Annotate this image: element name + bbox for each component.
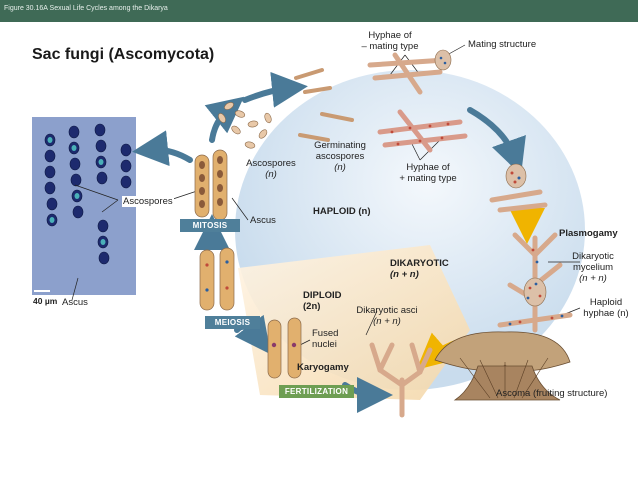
label-germinating-line2: ascospores [315,151,365,162]
stage-meiosis: MEIOSIS [205,316,260,329]
label-haploid-hyphae-line1: Haploid [589,297,623,308]
label-dikaryotic-asci: Dikaryotic asci (n + n) [348,305,426,327]
asci-micrograph [32,117,136,295]
label-ascoma: Ascoma (fruiting structure) [496,388,608,399]
germinating-ascospores [294,68,354,142]
figure-caption: Figure 30.16A Sexual Life Cycles among t… [4,5,168,12]
label-dik-mycelium-line1: Dikaryotic [572,251,614,262]
label-haploid-hyphae: Haploid hyphae (n) [575,297,637,319]
label-diploid-line2: (2n) [303,301,321,312]
label-ascus: Ascus [250,215,276,226]
stage-fertilization: FERTILIZATION [279,385,354,398]
label-dikaryotic-line2: (n + n) [390,269,419,280]
mycelium-nuclei-red [518,248,554,324]
stage-mitosis: MITOSIS [180,219,240,232]
label-fused-line1: Fused [312,328,339,339]
label-diploid-line1: DIPLOID [303,290,342,301]
label-haploid: HAPLOID (n) [313,206,371,217]
label-plasmogamy: Plasmogamy [559,228,618,239]
mating-structure [434,49,527,189]
label-dikaryotic-line1: DIKARYOTIC [390,258,449,269]
label-ascospores-n-line1: Ascospores [246,158,296,169]
label-ascospores-n: Ascospores (n) [240,158,302,180]
label-fused-nuclei: Fused nuclei [312,328,338,350]
label-dikaryotic: DIKARYOTIC (n + n) [390,258,449,280]
label-dik-asci-line2: (n + n) [373,316,401,327]
label-diploid: DIPLOID (2n) [303,290,342,312]
label-haploid-hyphae-line2: hyphae (n) [583,308,629,319]
label-dik-mycelium-line3: (n + n) [579,273,607,284]
ascospores-released [218,102,272,149]
haploid-hyphae-minus [367,52,448,95]
label-germinating-line3: (n) [334,162,346,173]
label-ascospores-n-line2: (n) [265,169,277,180]
label-hyphae-minus-line2: – mating type [361,41,419,52]
label-germinating-line1: Germinating [314,140,366,151]
label-karyogamy: Karyogamy [297,362,349,373]
label-dikaryotic-mycelium: Dikaryotic mycelium (n + n) [562,251,624,284]
label-fused-line2: nuclei [312,339,337,350]
label-ascus-photo: Ascus [62,297,88,308]
label-hyphae-plus-line2: + mating type [399,173,457,184]
mycelium-body [523,277,547,307]
meiosis-asci [199,247,235,311]
mating-hyphae [489,189,548,213]
label-mating-structure: Mating structure [468,39,537,50]
mycelium-nuclei-blue [508,260,564,326]
label-germinating-ascospores: Germinating ascospores (n) [302,140,378,173]
label-hyphae-minus: Hyphae of – mating type [360,30,420,52]
page-title: Sac fungi (Ascomycota) [32,46,215,63]
label-hyphae-plus-line1: Hyphae of [406,162,450,173]
label-dik-mycelium-line2: mycelium [572,262,614,273]
scale-bar-label: 40 µm [33,296,58,306]
diploid-asci [267,317,302,379]
label-dik-asci-line1: Dikaryotic asci [356,305,418,316]
label-hyphae-plus: Hyphae of + mating type [390,162,466,184]
ascoma-fruiting-body [434,331,571,401]
label-hyphae-minus-line1: Hyphae of [368,30,412,41]
dikaryotic-asci [369,342,433,418]
asci-with-spores [194,149,228,221]
figure-caption-bar: Figure 30.16A Sexual Life Cycles among t… [0,0,638,22]
hyphae-nuclei [390,122,450,146]
label-ascospores-photo: Ascospores [122,196,174,207]
